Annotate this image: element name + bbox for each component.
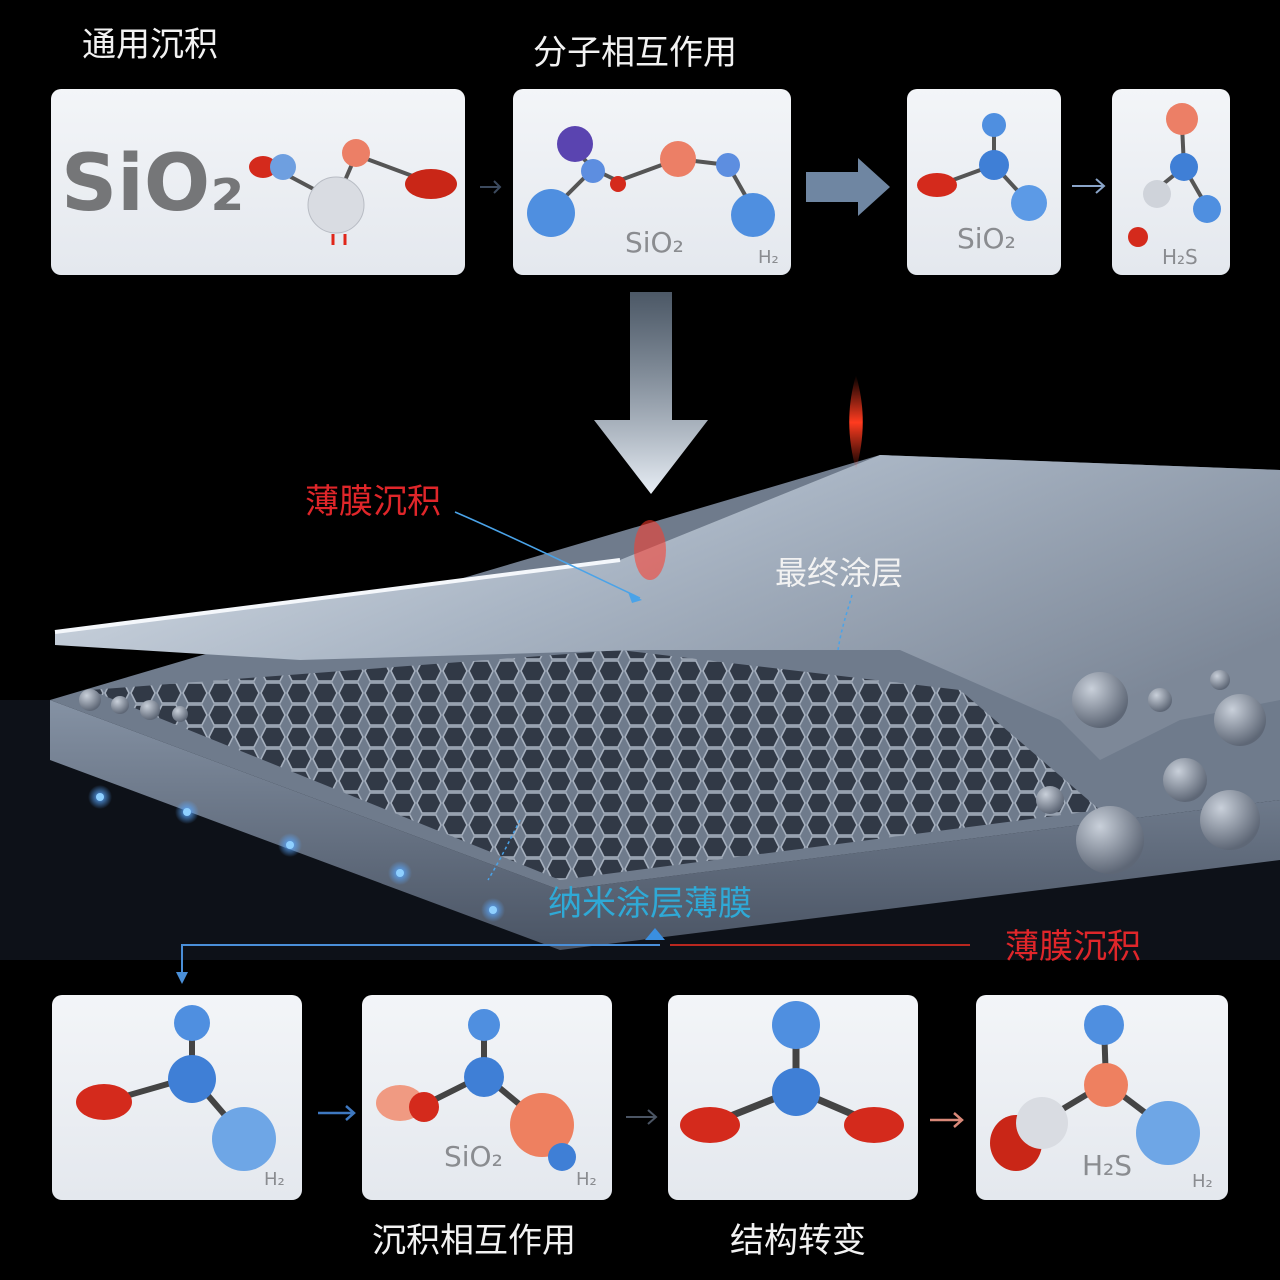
label-deposition-interaction: 沉积相互作用 <box>372 1221 576 1261</box>
card-formula-text: H₂S <box>1082 1149 1133 1182</box>
card-gas-text: H₂ <box>1192 1171 1213 1192</box>
molecule-icon <box>1128 103 1221 247</box>
label-general-deposition: 通用沉积 <box>82 25 218 65</box>
card-formula-text: SiO₂ <box>444 1140 503 1173</box>
card-formula-text: SiO₂ <box>625 226 684 259</box>
bottom-card-3 <box>668 995 918 1200</box>
label-final-coating: 最终涂层 <box>775 554 904 592</box>
card-gas-text: H₂ <box>264 1169 285 1190</box>
molecule-icon <box>680 1001 904 1143</box>
bottom-card-4: H₂S H₂ <box>976 995 1228 1200</box>
top-card-molecular-interaction: SiO₂ H₂ <box>513 89 791 275</box>
card-gas-text: H₂ <box>758 247 779 268</box>
molecule-icon <box>527 126 775 237</box>
molecule-icon <box>376 1009 576 1171</box>
label-thin-film-deposition-right: 薄膜沉积 <box>1005 927 1141 967</box>
label-molecular-interaction: 分子相互作用 <box>533 33 737 73</box>
card-gas-text: H₂S <box>1162 245 1198 269</box>
molecule-icon <box>76 1005 276 1171</box>
molecule-icon <box>990 1005 1200 1171</box>
label-thin-film-deposition: 薄膜沉积 <box>305 482 441 522</box>
card-formula-text: SiO₂ <box>957 222 1016 255</box>
bottom-card-1: H₂ <box>52 995 302 1200</box>
top-card-sio2-structure: SiO₂ <box>907 89 1061 275</box>
label-nano-coating-film: 纳米涂层薄膜 <box>548 884 752 924</box>
molecule-icon <box>917 113 1047 221</box>
card-formula-text: SiO₂ <box>61 139 245 229</box>
top-card-sio2: SiO₂ <box>51 89 465 275</box>
bottom-card-2: SiO₂ H₂ <box>362 995 612 1200</box>
top-card-h2s: H₂S <box>1112 89 1230 275</box>
card-gas-text: H₂ <box>576 1169 597 1190</box>
molecule-icon <box>249 139 457 245</box>
label-structural-change: 结构转变 <box>730 1221 866 1261</box>
